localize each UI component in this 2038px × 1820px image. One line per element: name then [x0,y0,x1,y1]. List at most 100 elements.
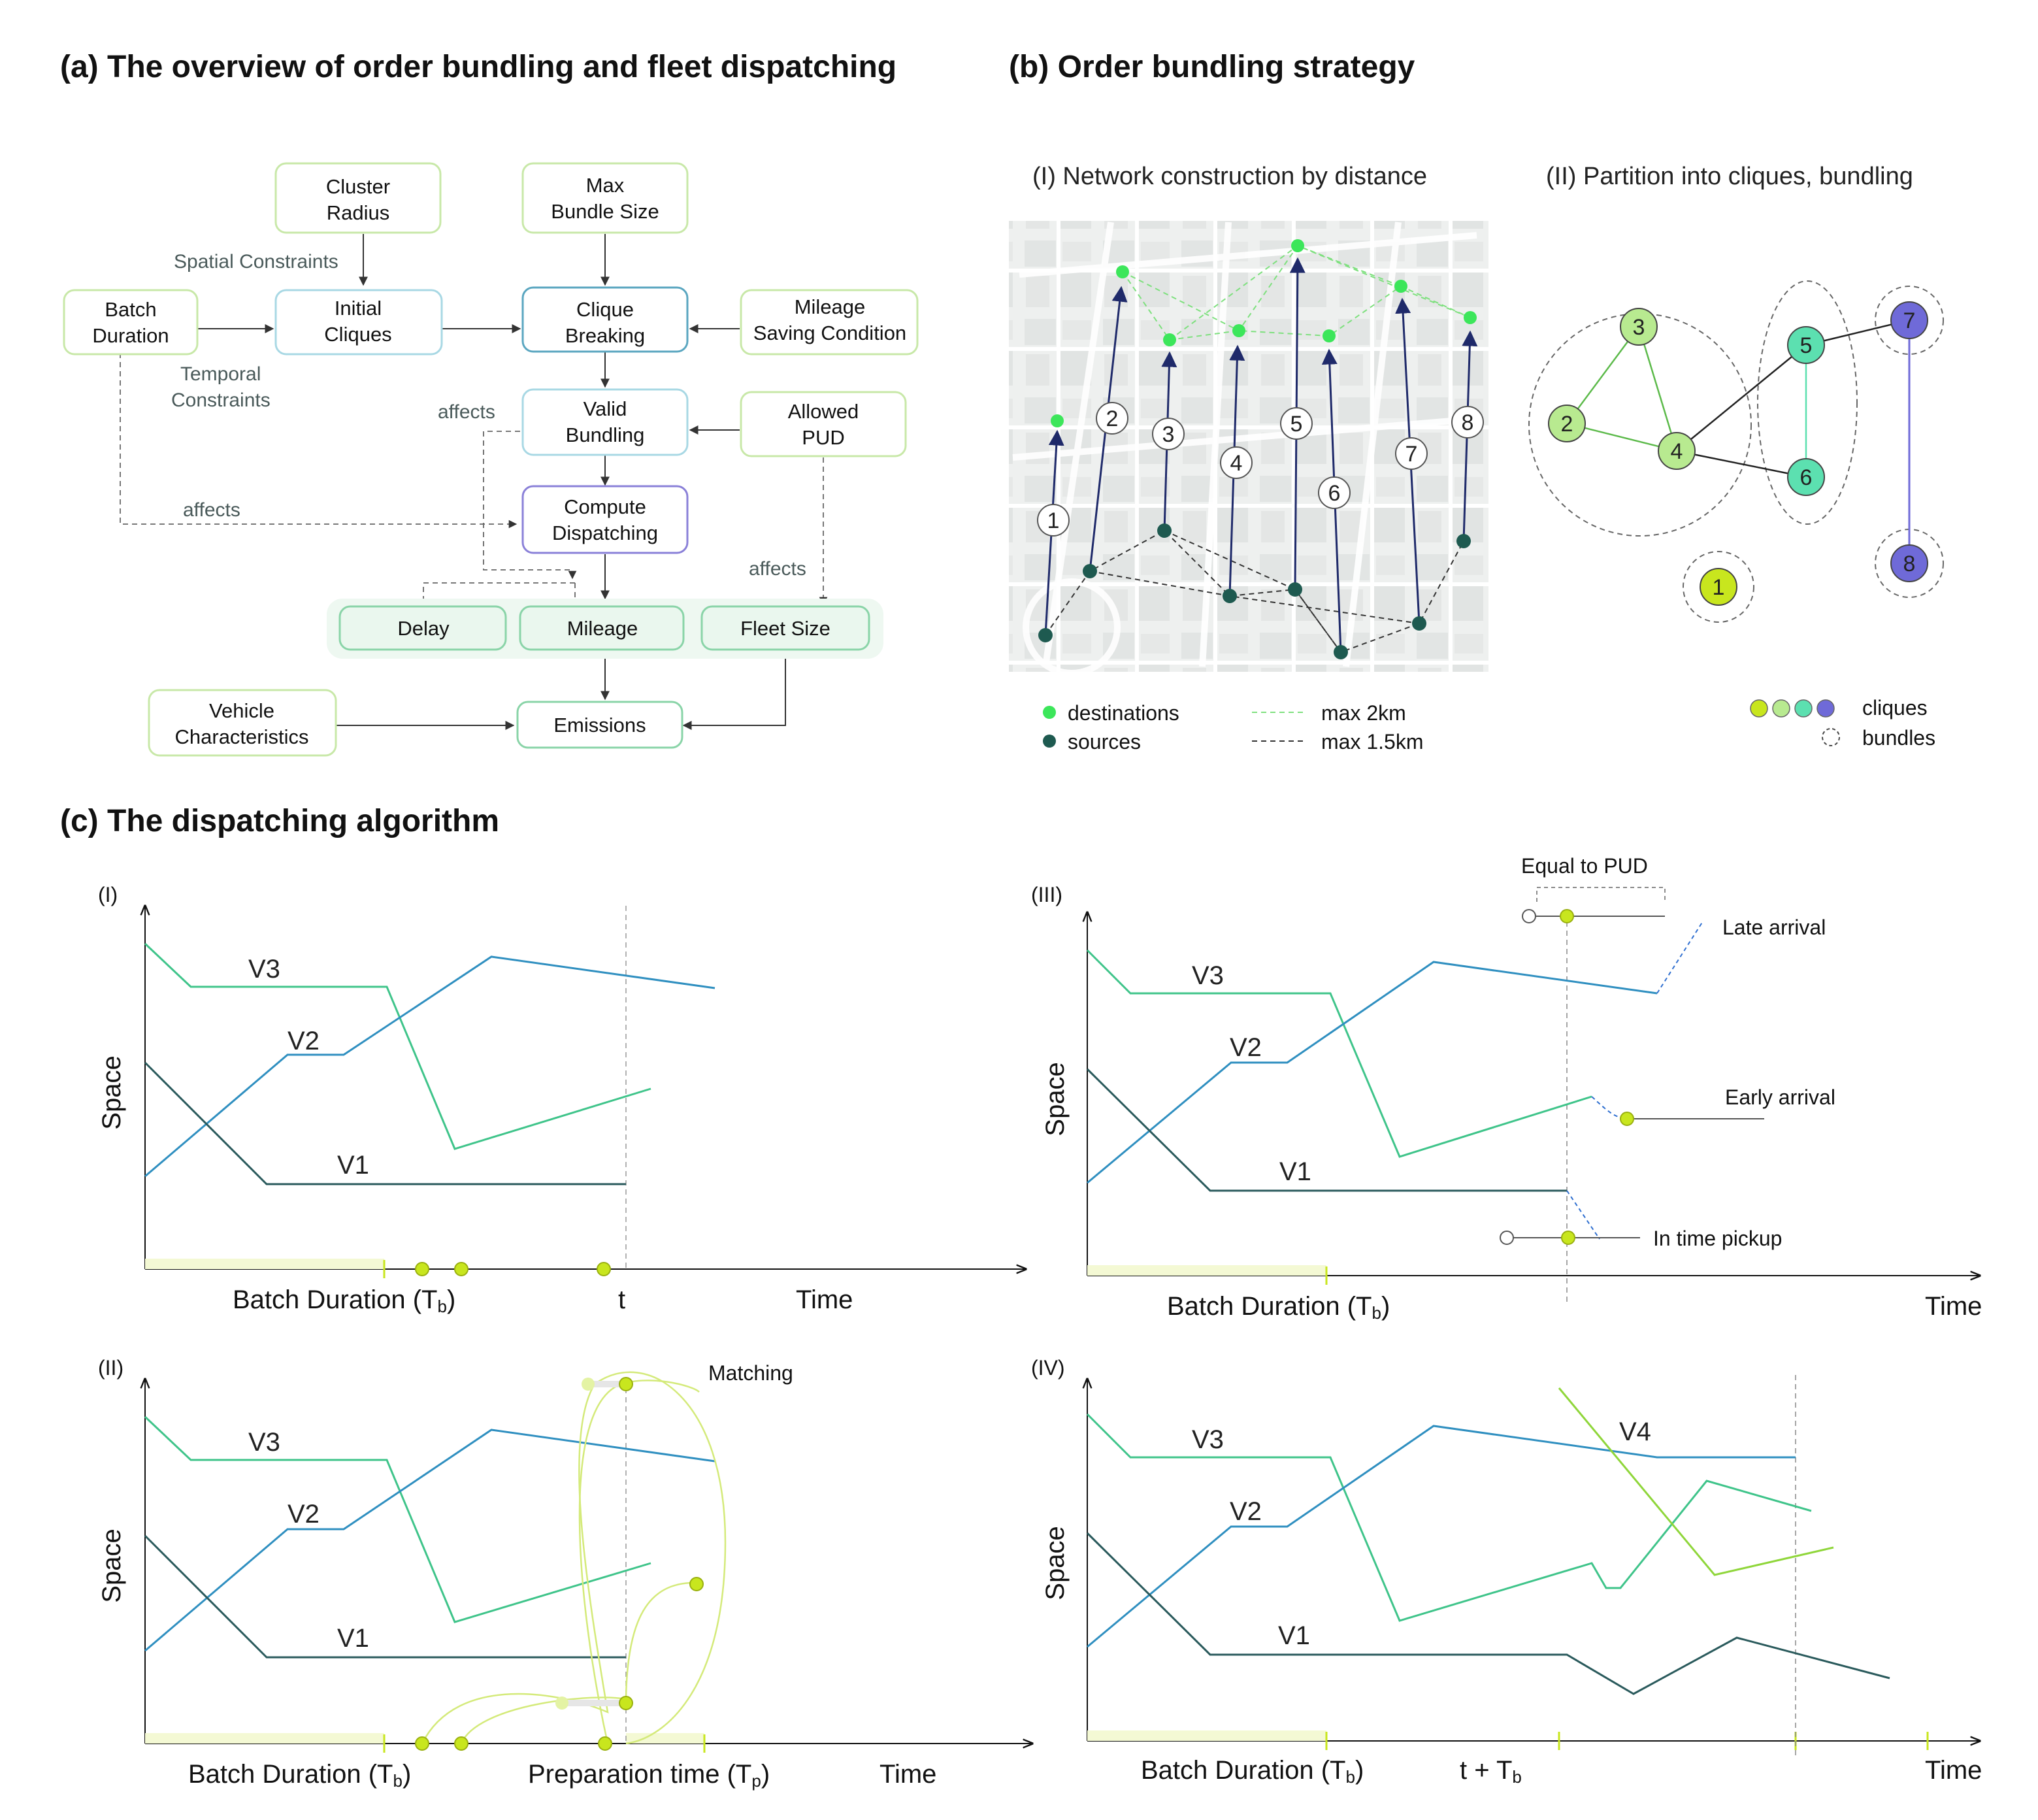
order-2-label: 2 [1096,402,1128,435]
subplot-IV-batch: Batch Duration (Tb) [1141,1756,1364,1787]
panel-c: (c) The dispatching algorithm (I) Space … [60,804,1982,1791]
subplot-IV-v2: V2 [1230,1497,1262,1526]
affects-label-3: affects [749,558,806,580]
legend-destinations: destinations [1068,701,1179,725]
svg-text:1: 1 [1047,508,1060,533]
subplot-III-early: Early arrival [1725,1085,1835,1109]
subplot-II-matching: Matching [708,1361,793,1385]
svg-text:Characteristics: Characteristics [175,725,309,748]
subplot-III-tag: (III) [1031,883,1062,906]
cluster-radius-box: Cluster Radius [274,162,442,234]
panel-a-title: (a) The overview of order bundling and f… [60,50,896,84]
subplot-I: (I) Space V3 V2 V1 Batch Duration (Tb) t… [97,883,1026,1316]
svg-text:Emissions: Emissions [553,714,646,736]
subplot-II-batch: Batch Duration (Tb) [188,1760,411,1791]
emissions-box: Emissions [516,701,683,749]
svg-text:Valid: Valid [583,397,627,420]
subplot-I-xlabel: Time [796,1285,853,1314]
panel-a-connectors [197,234,786,730]
order-1-label: 1 [1037,504,1070,537]
affects-label-2: affects [183,499,240,521]
order-6-label: 6 [1318,476,1351,509]
destination-points [1051,239,1477,427]
vehicle-characteristics-box: Vehicle Characteristics [148,689,337,757]
subplot-II-tag: (II) [98,1356,123,1380]
compute-dispatching-box: Compute Dispatching [521,485,689,554]
svg-text:7: 7 [1405,442,1418,467]
bundle-ellipses [1528,280,1944,623]
svg-text:Cluster: Cluster [326,175,390,198]
temporal-constraints-label-2: Constraints [171,389,271,411]
clique-node-3: 3 [1620,308,1658,346]
svg-text:Duration: Duration [92,324,169,347]
temporal-constraints-label-1: Temporal [180,363,261,385]
clique-node-2: 2 [1548,405,1586,442]
subplot-IV-v4: V4 [1619,1417,1651,1446]
subplot-I-t: t [618,1285,625,1314]
order-4-label: 4 [1220,446,1253,479]
svg-text:Fleet Size: Fleet Size [740,617,830,640]
clique-node-4: 4 [1658,432,1696,470]
affects-label-1: affects [438,401,495,423]
legend-bundles: bundles [1862,726,1935,750]
subplot-II: (II) Space V3 V2 V1 [97,1356,1032,1791]
svg-text:Mileage: Mileage [795,295,866,318]
legend-max2: max 2km [1321,701,1406,725]
subplot-I-batch: Batch Duration (Tb) [233,1285,455,1316]
subplot-II-v2: V2 [288,1500,320,1529]
subplot-III-v1: V1 [1279,1157,1311,1186]
svg-text:Compute: Compute [564,495,646,518]
subplot-III-late: Late arrival [1722,916,1826,939]
subplot-III: (III) Space V3 V2 V1 Equal to PUD Late a… [1031,854,1982,1323]
subplot-IV-ylabel: Space [1041,1526,1070,1600]
svg-text:Max: Max [586,174,625,197]
subplot-II-ylabel: Space [97,1529,126,1602]
svg-text:PUD: PUD [802,426,844,449]
svg-text:Clique: Clique [576,298,634,321]
svg-text:3: 3 [1633,315,1645,340]
map-roads [1012,222,1484,676]
subplot-I-ylabel: Space [97,1055,126,1129]
clique-node-6: 6 [1787,458,1825,496]
clique-legend: cliques bundles [1750,696,1935,750]
subplot-III-equal-pud: Equal to PUD [1521,854,1648,878]
clique-graph: 3 2 4 5 6 7 8 1 [1528,280,1944,623]
svg-text:Vehicle: Vehicle [209,699,274,722]
panel-b: (b) Order bundling strategy (I) Network … [1009,50,1944,753]
subplot-III-v3: V3 [1192,961,1224,990]
legend-source-marker [1043,735,1056,748]
subplot-II-v3: V3 [248,1428,280,1457]
subplot-II-v1: V1 [337,1624,369,1653]
subplot-I-v1: V1 [337,1151,369,1180]
subplot-I-tag: (I) [98,883,118,906]
svg-text:Batch: Batch [105,298,156,321]
svg-text:Saving Condition: Saving Condition [753,322,906,344]
delay-box: Delay [338,605,507,651]
legend-cliques: cliques [1862,696,1928,720]
svg-text:Mileage: Mileage [567,617,638,640]
subplot-IV: (IV) Space V3 V2 V1 V4 Batch Duration (T… [1031,1356,1982,1787]
legend-sources: sources [1068,730,1141,753]
clique-breaking-box: Clique Breaking [521,286,689,353]
panel-b-sub1: (I) Network construction by distance [1032,163,1427,190]
clique-node-5: 5 [1787,326,1825,364]
svg-text:6: 6 [1800,465,1813,490]
svg-text:Delay: Delay [397,617,450,640]
subplot-I-v2: V2 [288,1027,320,1055]
subplot-III-v2: V2 [1230,1033,1262,1062]
subplot-III-xlabel: Time [1925,1292,1982,1321]
subplot-IV-tag: (IV) [1031,1356,1065,1380]
order-labels: 1 2 3 4 5 6 7 8 [1037,402,1484,537]
subplot-IV-v1: V1 [1278,1621,1310,1650]
svg-text:Initial: Initial [335,297,382,320]
clique-node-7: 7 [1890,301,1928,339]
subplot-II-prep: Preparation time (Tp) [528,1760,770,1791]
subplot-III-in-time: In time pickup [1653,1227,1782,1250]
clique-edges [1566,319,1911,563]
max-bundle-size-box: Max Bundle Size [521,162,689,234]
panel-b-sub2: (II) Partition into cliques, bundling [1546,163,1913,190]
svg-text:3: 3 [1162,422,1175,447]
initial-cliques-box: Initial Cliques [274,289,443,356]
spatial-constraints-label: Spatial Constraints [174,251,338,273]
